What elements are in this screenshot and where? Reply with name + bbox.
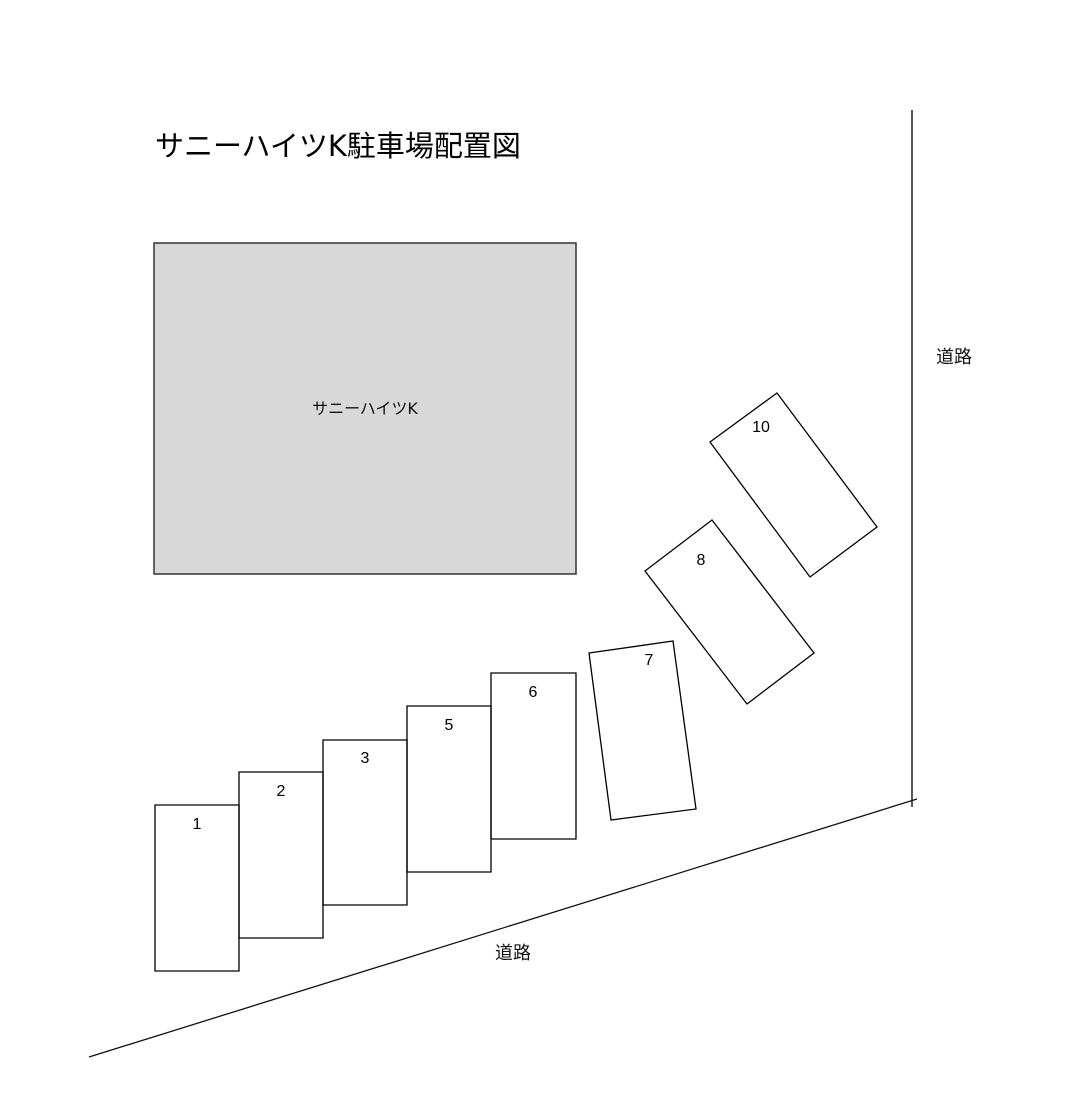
parking-space-outline bbox=[238, 771, 324, 939]
parking-space-number: 3 bbox=[361, 750, 370, 767]
parking-space-10: 10 bbox=[709, 392, 878, 578]
parking-space-outline bbox=[154, 804, 240, 972]
parking-space-outline bbox=[490, 672, 577, 840]
parking-space-outline bbox=[709, 392, 878, 578]
parking-space-outline bbox=[588, 640, 697, 821]
parking-space-6: 6 bbox=[490, 672, 577, 840]
road-south-boundary-line bbox=[88, 798, 918, 1058]
road-label-south: 道路 bbox=[495, 943, 531, 964]
parking-space-7: 7 bbox=[588, 640, 697, 821]
parking-space-2: 2 bbox=[238, 771, 324, 939]
building-label: サニーハイツK bbox=[312, 399, 418, 418]
parking-space-number: 8 bbox=[697, 552, 706, 569]
road-label-east: 道路 bbox=[936, 347, 972, 368]
parking-spaces: 1 2 3 5 6 7 8 10 bbox=[154, 392, 878, 972]
parking-space-outline bbox=[322, 739, 408, 906]
parking-space-outline bbox=[644, 519, 815, 705]
parking-space-number: 5 bbox=[445, 717, 454, 734]
parking-space-number: 6 bbox=[529, 684, 538, 701]
parking-space-8: 8 bbox=[644, 519, 815, 705]
parking-space-number: 2 bbox=[277, 783, 286, 800]
page-title: サニーハイツK駐車場配置図 bbox=[155, 129, 521, 163]
parking-space-3: 3 bbox=[322, 739, 408, 906]
building-footprint bbox=[153, 242, 577, 575]
parking-space-1: 1 bbox=[154, 804, 240, 972]
parking-space-number: 1 bbox=[193, 816, 202, 833]
parking-space-number: 10 bbox=[752, 419, 770, 436]
parking-space-number: 7 bbox=[645, 652, 654, 669]
parking-space-5: 5 bbox=[406, 705, 492, 873]
parking-space-outline bbox=[406, 705, 492, 873]
